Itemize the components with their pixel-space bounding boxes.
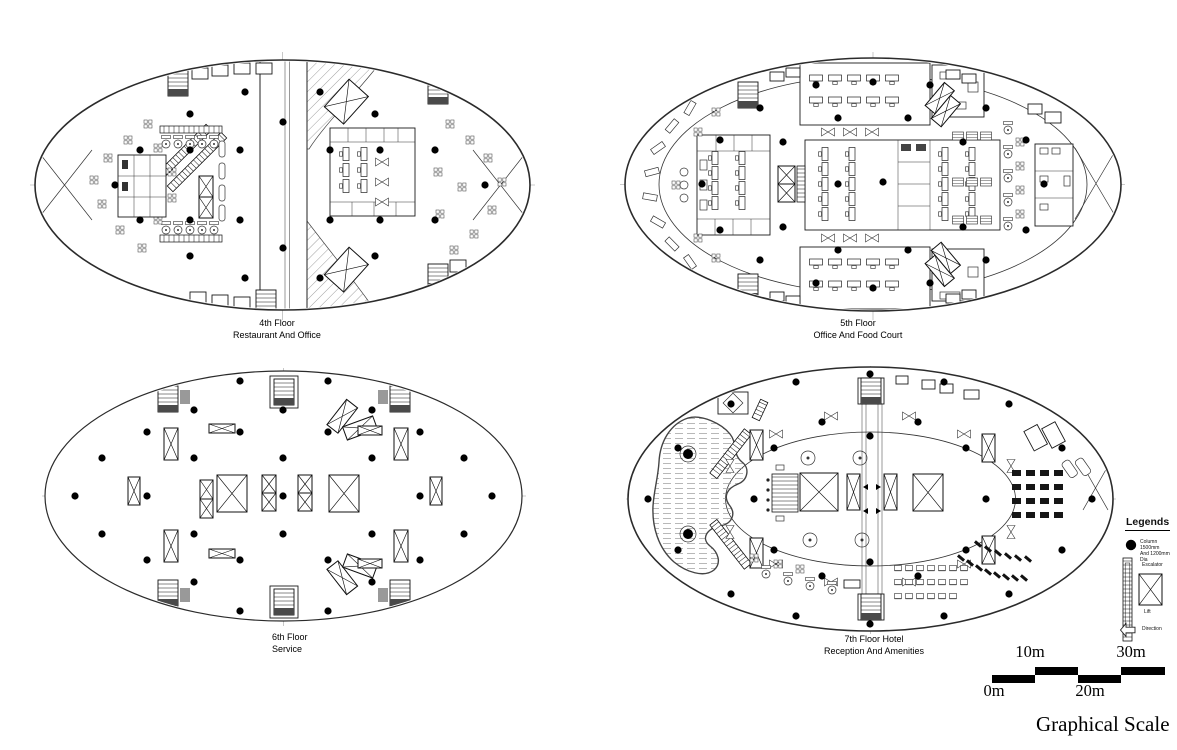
caption-7th-floor: 7th Floor Hotel Reception And Amenities bbox=[794, 633, 954, 657]
lift-core bbox=[198, 175, 214, 219]
central-corridor-walls bbox=[259, 61, 308, 309]
caption-5th-line2: Office And Food Court bbox=[813, 330, 903, 340]
left-lounge bbox=[642, 81, 759, 301]
central-cores bbox=[199, 474, 360, 519]
scale-label-30m: 30m bbox=[1116, 642, 1146, 661]
left-office-room bbox=[679, 134, 771, 236]
legend-direction-label: Direction bbox=[1142, 626, 1162, 632]
lift-core bbox=[799, 472, 944, 512]
floor-plan-7th-hotel bbox=[626, 366, 1116, 634]
caption-7th-line1: 7th Floor Hotel bbox=[844, 634, 904, 644]
column-icon bbox=[1125, 539, 1137, 551]
scale-label-0m: 0m bbox=[983, 681, 1005, 700]
scale-bar bbox=[992, 667, 1165, 683]
caption-6th-line1: 6th Floor bbox=[272, 632, 308, 642]
caption-6th-line2: Service bbox=[272, 644, 303, 654]
caption-5th-line1: 5th Floor bbox=[840, 318, 876, 328]
graphical-scale-caption: Graphical Scale bbox=[1036, 712, 1170, 736]
reception-desk bbox=[766, 464, 799, 522]
caption-5th-floor: 5th Floor Office And Food Court bbox=[778, 317, 938, 341]
scale-label-20m: 20m bbox=[1075, 681, 1105, 700]
ring-stair-ramps bbox=[709, 428, 752, 570]
floor-plan-4th-restaurant-office bbox=[30, 52, 535, 320]
library-shelves bbox=[1012, 470, 1063, 518]
edge-stairs bbox=[157, 375, 411, 619]
restaurant-tables bbox=[89, 119, 226, 253]
caption-7th-line2: Reception And Amenities bbox=[823, 646, 925, 656]
dining-chairs bbox=[894, 565, 968, 600]
left-tip-brace bbox=[36, 149, 93, 221]
legend-title: Legends bbox=[1125, 516, 1171, 531]
lift-icon bbox=[1138, 573, 1163, 606]
office-room bbox=[329, 127, 416, 217]
escalator-bottom-right bbox=[924, 241, 962, 288]
graphical-scale: 10m 30m 0m 20m bbox=[983, 642, 1177, 702]
caption-4th-line2: Restaurant And Office bbox=[233, 330, 321, 340]
central-corridor bbox=[861, 398, 883, 600]
lift-core bbox=[777, 165, 806, 203]
caption-4th-floor: 4th Floor Restaurant And Office bbox=[197, 317, 357, 341]
escalator-top-right bbox=[326, 398, 383, 441]
legend-escalator-label: Escalator bbox=[1142, 562, 1163, 568]
legend-column-label: Column 1500mm And 1200mm Dia bbox=[1140, 539, 1170, 563]
cafe-tables bbox=[749, 553, 861, 595]
caption-4th-line1: 4th Floor bbox=[259, 318, 295, 328]
wc-block bbox=[117, 154, 167, 218]
escalator-top-right bbox=[924, 81, 962, 128]
gym-area bbox=[717, 375, 980, 422]
legend-panel: Legends Column 1500mm And 1200mm Dia Esc… bbox=[1116, 512, 1177, 646]
edge-stairs bbox=[857, 377, 885, 621]
spa-rooms bbox=[1023, 421, 1091, 478]
legend-lift-label: Lift bbox=[1144, 609, 1151, 615]
escalator-bottom-right bbox=[326, 553, 383, 596]
floor-plan-6th-service bbox=[42, 368, 526, 626]
floor-plan-5th-office-foodcourt bbox=[620, 52, 1125, 320]
caption-6th-floor: 6th Floor Service bbox=[272, 631, 392, 655]
direction-arrow-icon bbox=[1119, 622, 1136, 638]
right-tip-brace bbox=[1074, 147, 1118, 220]
lobby-seating bbox=[800, 450, 870, 548]
scale-label-10m: 10m bbox=[1015, 642, 1045, 661]
